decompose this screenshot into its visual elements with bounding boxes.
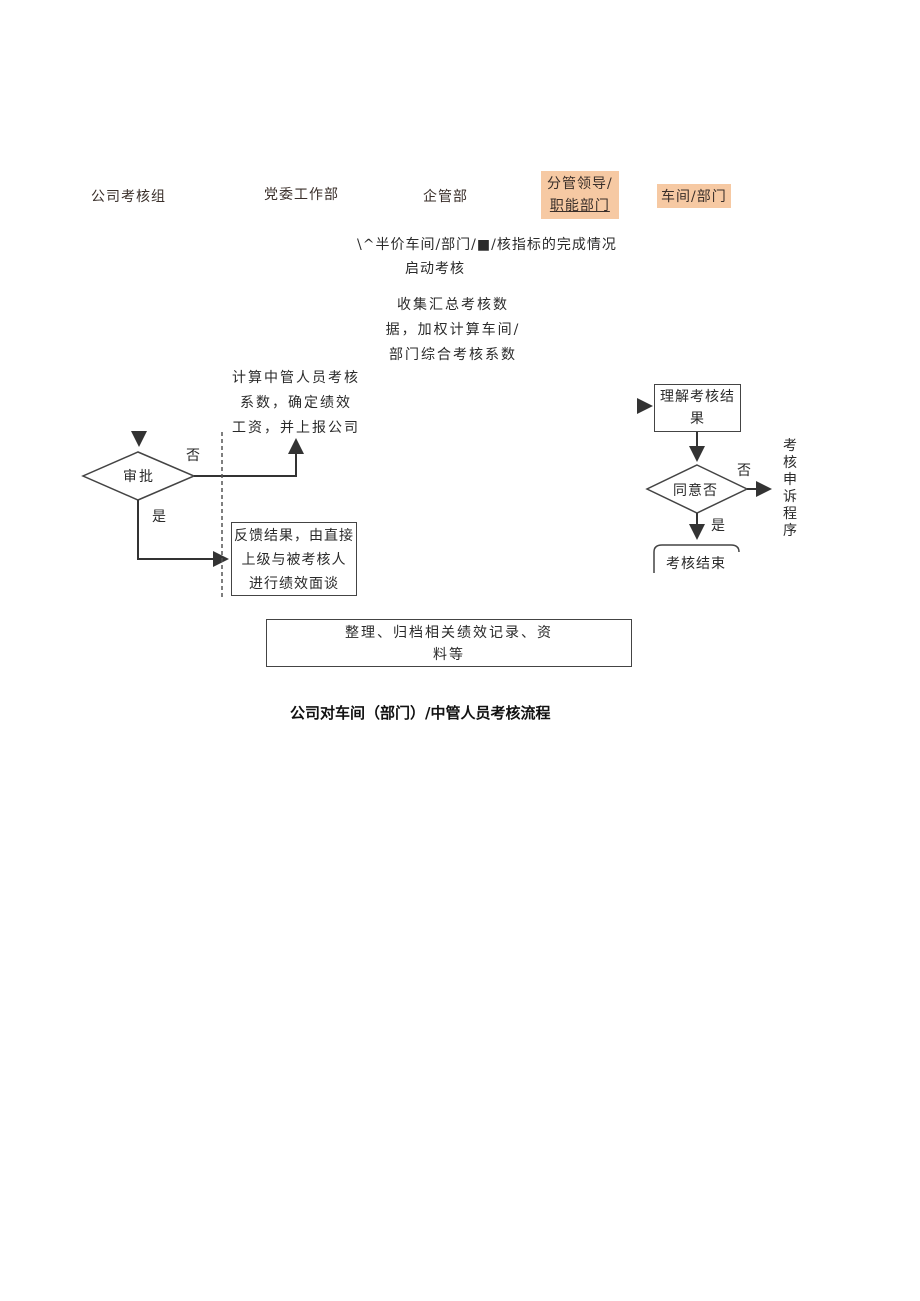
collect-line2: 据，加权计算车间/	[385, 322, 521, 338]
approval-no-label: 否	[186, 448, 200, 464]
understand-box: 理解考核结 果	[654, 384, 741, 432]
feedback-line1: 反馈结果，由直接	[234, 528, 354, 544]
approval-yes-label: 是	[152, 509, 166, 525]
understand-line2: 果	[690, 411, 705, 427]
collect-step: 收集汇总考核数 据，加权计算车间/ 部门综合考核系数	[378, 293, 528, 368]
appeal-label: 考核申诉程序	[783, 438, 797, 539]
start-step-line1: \^半价车间/部门/■/核指标的完成情况	[357, 237, 617, 253]
understand-line1: 理解考核结	[660, 389, 735, 405]
agree-no-label: 否	[737, 463, 751, 479]
end-label: 考核结束	[666, 556, 726, 572]
archive-line2: 料等	[433, 647, 465, 663]
agree-label: 同意否	[673, 483, 718, 499]
lane-leader: 分管领导/ 职能部门	[541, 171, 619, 219]
lane-workshop: 车间/部门	[657, 184, 731, 208]
archive-line1: 整理、归档相关绩效记录、资	[345, 625, 553, 641]
feedback-line3: 进行绩效面谈	[249, 576, 339, 592]
calc-line2: 系数，确定绩效	[240, 395, 352, 411]
arrow-no-to-calc	[194, 438, 304, 477]
feedback-box: 反馈结果，由直接 上级与被考核人 进行绩效面谈	[231, 522, 357, 596]
start-step-line2: 启动考核	[405, 261, 465, 277]
lane-enterprise-dept: 企管部	[423, 189, 468, 205]
collect-line1: 收集汇总考核数	[397, 297, 509, 313]
lane-leader-line1: 分管领导/	[547, 176, 613, 192]
arrow-yes-to-feedback	[137, 500, 229, 567]
feedback-line2: 上级与被考核人	[241, 552, 347, 568]
agree-yes-label: 是	[711, 518, 725, 534]
calc-step: 计算中管人员考核 系数，确定绩效 工资，并上报公司	[226, 366, 366, 441]
calc-line3: 工资，并上报公司	[232, 420, 360, 436]
figure-caption: 公司对车间（部门）/中管人员考核流程	[290, 704, 551, 722]
calc-line1: 计算中管人员考核	[232, 370, 360, 386]
end-terminator	[653, 544, 740, 573]
lane-party-dept: 党委工作部	[264, 187, 339, 203]
archive-box: 整理、归档相关绩效记录、资 料等	[266, 619, 632, 667]
lane-leader-line2: 职能部门	[549, 198, 610, 214]
collect-line3: 部门综合考核系数	[389, 347, 517, 363]
lane-company-group: 公司考核组	[91, 189, 166, 205]
approval-label: 审批	[123, 469, 155, 485]
